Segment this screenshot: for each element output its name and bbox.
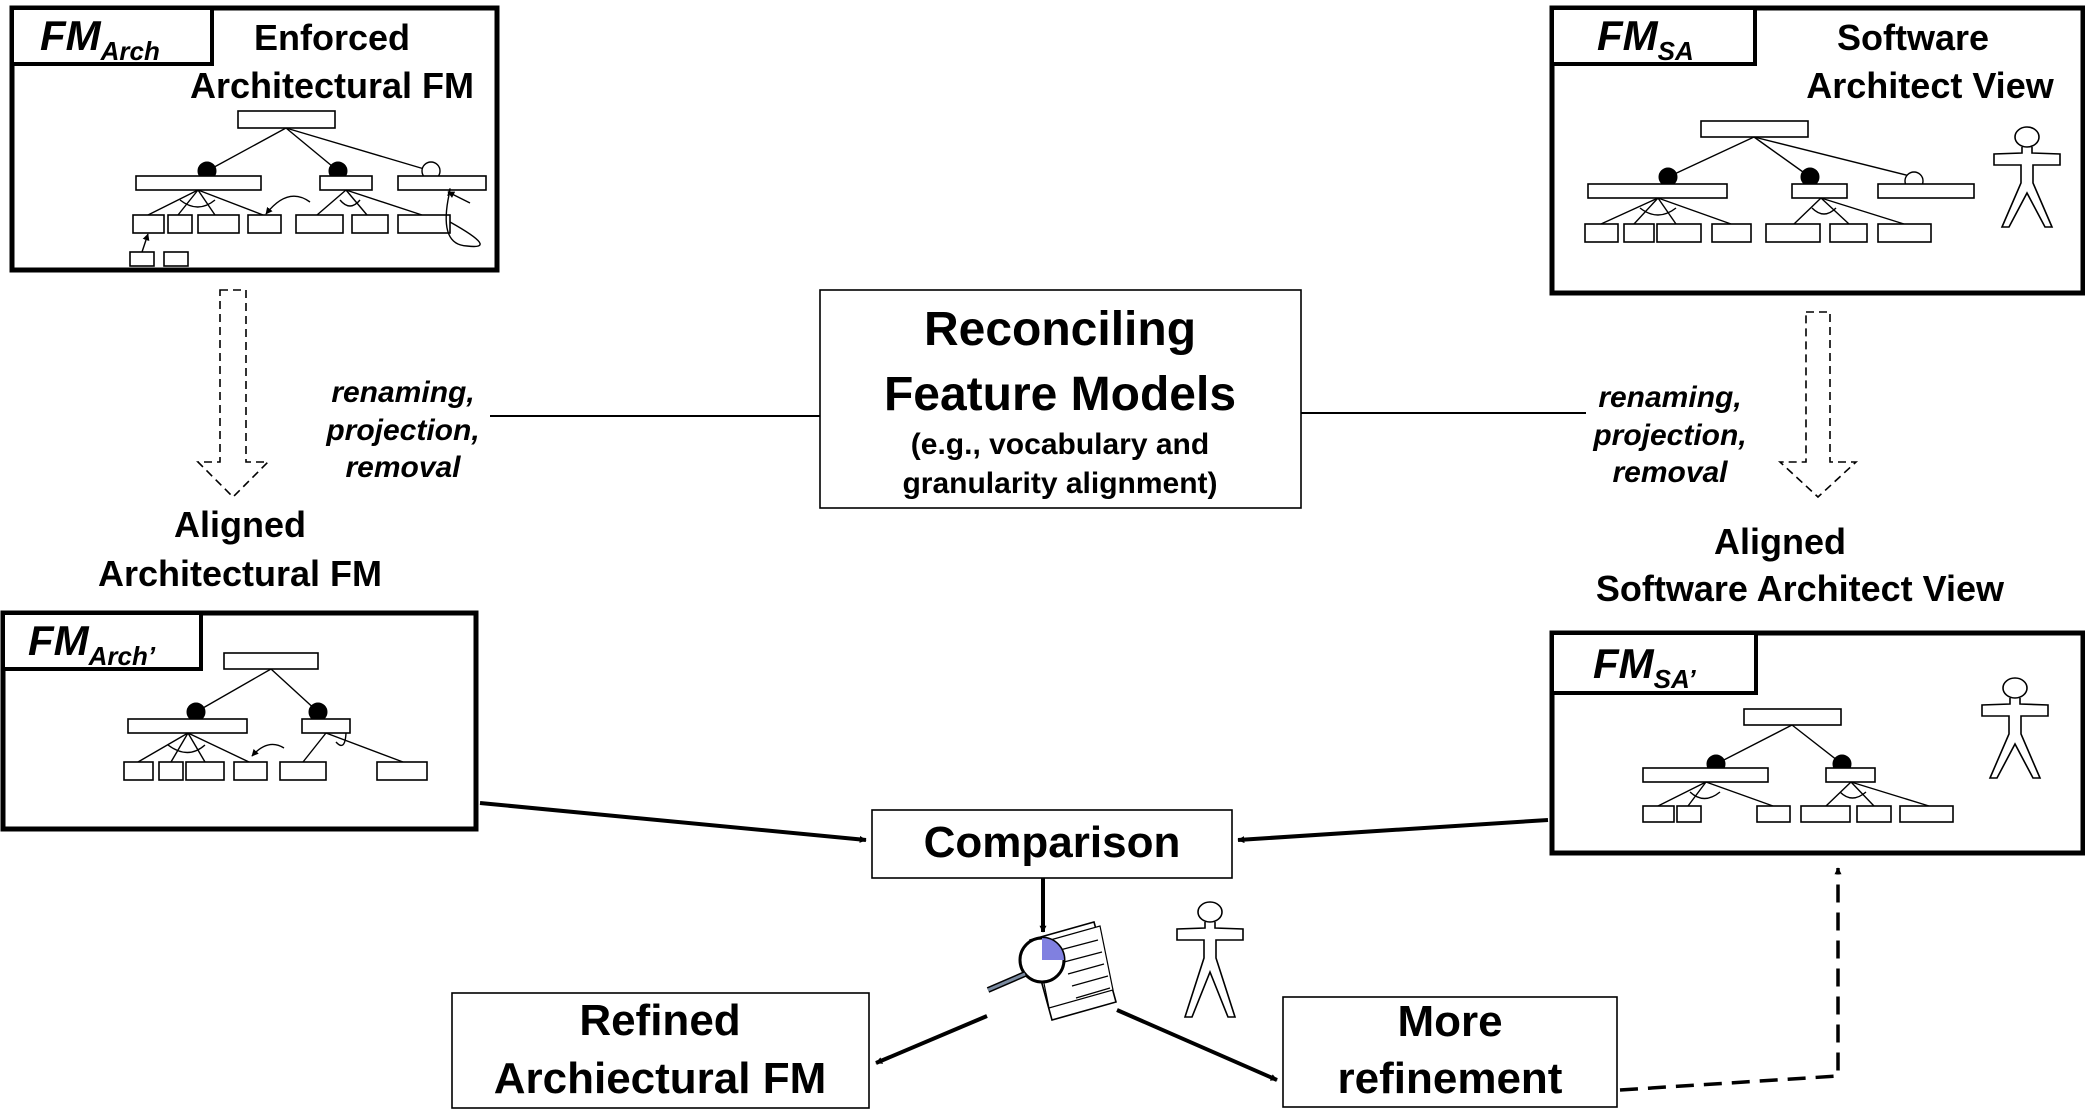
fm-arch-aligned-tag: FMArch’ xyxy=(28,617,156,671)
fm-arch-aligned-panel: FMArch’ xyxy=(0,610,479,832)
reconciling-sub-line2: granularity alignment) xyxy=(902,467,1217,500)
aligned-sa-label-line1: Aligned xyxy=(1714,521,1846,562)
fm-sa-title-line1: Software xyxy=(1837,17,1989,58)
refined-line2: Archiectural FM xyxy=(494,1054,827,1103)
fm-arch-aligned-tree xyxy=(123,652,428,781)
fm-sa-tree xyxy=(1584,120,1975,243)
ops-left-label: renaming, projection, removal xyxy=(325,376,479,484)
svg-text:removal: removal xyxy=(345,451,461,484)
fm-arch-title-line1: Enforced xyxy=(254,17,410,58)
fm-sa-panel: FMSA Software Architect View xyxy=(1549,5,2085,296)
arrow-to-refined xyxy=(875,1014,988,1065)
svg-text:renaming,: renaming, xyxy=(1598,381,1741,414)
reconciling-box: Reconciling Feature Models (e.g., vocabu… xyxy=(819,289,1302,509)
arrow-more-to-sa-aligned xyxy=(1619,867,1842,1092)
fm-sa-tag: FMSA xyxy=(1597,12,1694,66)
fm-arch-tree xyxy=(129,110,487,267)
aligned-sa-label-line2: Software Architect View xyxy=(1596,568,2005,609)
more-line1: More xyxy=(1397,997,1502,1046)
aligned-arch-label-line2: Architectural FM xyxy=(98,553,382,594)
ops-right-label: renaming, projection, removal xyxy=(1592,381,1746,489)
more-refinement-box: More refinement xyxy=(1282,996,1618,1108)
more-line2: refinement xyxy=(1338,1054,1563,1103)
reconciling-title-line2: Feature Models xyxy=(884,368,1236,421)
align-arrow-left xyxy=(196,289,270,499)
svg-text:renaming,: renaming, xyxy=(331,376,474,409)
fm-sa-aligned-panel: FMSA’ xyxy=(1549,630,2085,856)
arrow-sa-to-comparison xyxy=(1237,818,1549,844)
fm-arch-tag: FMArch xyxy=(40,12,160,66)
arrow-arch-to-comparison xyxy=(479,801,867,843)
magnifier-document-icon xyxy=(986,921,1117,1021)
reconciling-sub-line1: (e.g., vocabulary and xyxy=(911,428,1209,461)
person-icon xyxy=(1993,126,2061,228)
svg-text:projection,: projection, xyxy=(325,414,479,447)
person-icon xyxy=(1176,901,1244,1018)
fm-arch-title-line2: Architectural FM xyxy=(190,65,474,106)
svg-text:removal: removal xyxy=(1612,456,1728,489)
arrow-to-more-refinement xyxy=(1116,1008,1278,1082)
fm-sa-aligned-tree xyxy=(1642,708,1954,823)
fm-sa-aligned-tag: FMSA’ xyxy=(1593,640,1696,694)
align-arrow-right xyxy=(1777,311,1859,499)
comparison-label: Comparison xyxy=(924,818,1181,867)
svg-text:projection,: projection, xyxy=(1592,419,1746,452)
fm-arch-panel: FMArch Enforced Architectural FM xyxy=(9,5,500,273)
refined-line1: Refined xyxy=(579,996,740,1045)
person-icon xyxy=(1981,677,2049,779)
comparison-box: Comparison xyxy=(871,809,1233,879)
fm-sa-title-line2: Architect View xyxy=(1806,65,2054,106)
refined-box: Refined Archiectural FM xyxy=(451,992,870,1109)
reconciling-title-line1: Reconciling xyxy=(924,303,1196,356)
aligned-arch-label-line1: Aligned xyxy=(174,504,306,545)
